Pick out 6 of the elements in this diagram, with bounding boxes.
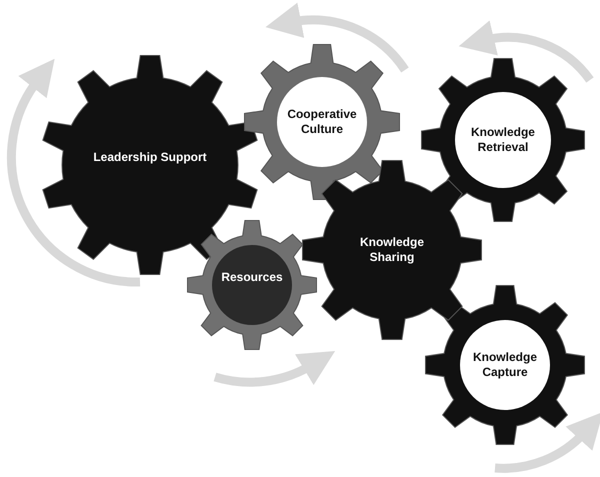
gear-label: Resources	[220, 270, 284, 285]
gear-label: Leadership Support	[92, 150, 208, 165]
gear-label: Knowledge Retrieval	[470, 125, 536, 155]
gear-label: Knowledge Sharing	[358, 235, 425, 265]
gear-label: Cooperative Culture	[286, 107, 358, 137]
gear-label: Knowledge Capture	[472, 350, 538, 380]
